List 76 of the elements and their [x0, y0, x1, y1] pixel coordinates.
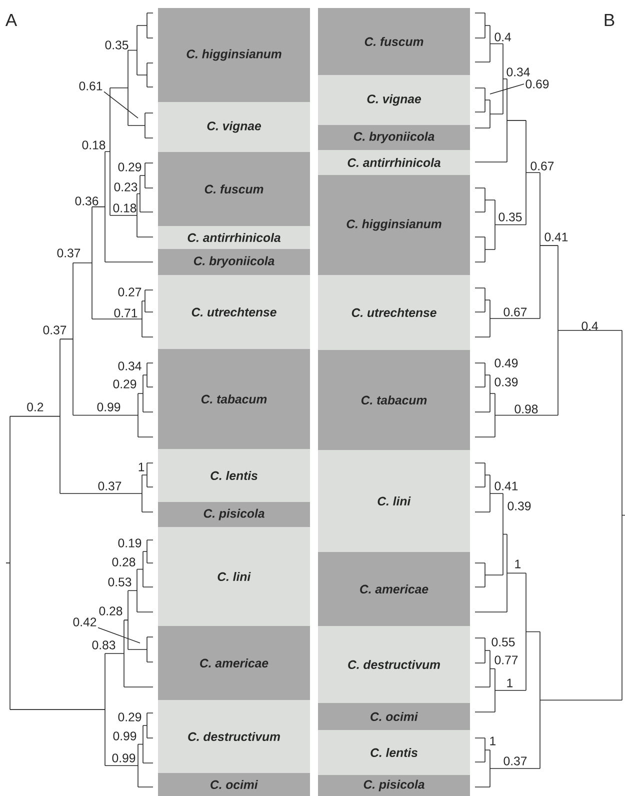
support-value: 0.77 — [494, 656, 518, 664]
support-value: 0.18 — [82, 140, 106, 150]
species-band: C. tabacum — [318, 350, 470, 450]
support-value: 1 — [138, 462, 144, 472]
leader-line — [98, 627, 140, 644]
species-band: C. fuscum — [318, 8, 470, 75]
support-value: 1 — [490, 736, 496, 746]
support-value: 1 — [515, 560, 520, 568]
species-band: C. lentis — [318, 730, 470, 775]
support-value: 0.98 — [514, 404, 538, 414]
species-band: C. fuscum — [158, 152, 310, 226]
support-value: 0.18 — [113, 204, 136, 212]
leader-line — [490, 84, 524, 94]
support-value: 0.37 — [98, 482, 122, 490]
support-value: 0.19 — [118, 538, 142, 548]
panel-letter: B — [604, 14, 614, 26]
species-band: C. destructivum — [158, 700, 310, 773]
support-value: 0.71 — [114, 308, 138, 318]
support-value: 0.36 — [75, 196, 98, 206]
support-value: 0.29 — [118, 162, 142, 172]
support-value: 0.67 — [504, 308, 527, 316]
support-value: 0.4 — [494, 32, 511, 42]
species-band: C. higginsianum — [158, 8, 310, 102]
support-value: 0.99 — [97, 402, 120, 412]
species-band: C. antirrhinicola — [318, 150, 470, 175]
species-band: C. lini — [318, 450, 470, 552]
support-value: 0.28 — [112, 558, 136, 566]
species-band: C. destructivum — [318, 626, 470, 703]
support-value: 0.35 — [105, 40, 128, 50]
species-band: C. lini — [158, 527, 310, 626]
species-band: C. bryoniicola — [158, 249, 310, 275]
support-value: 1 — [507, 678, 512, 688]
support-value: 0.29 — [118, 712, 142, 722]
support-value: 0.4 — [582, 322, 598, 330]
support-value: 0.39 — [494, 378, 518, 386]
support-value: 0.55 — [492, 638, 515, 646]
panel-letter: A — [5, 14, 18, 26]
support-value: 0.37 — [504, 756, 527, 766]
species-band: C. lentis — [158, 449, 310, 502]
species-band: C. americae — [318, 552, 470, 626]
support-value: 0.39 — [508, 502, 531, 510]
support-value: 0.37 — [43, 326, 66, 334]
support-value: 0.53 — [108, 578, 132, 586]
species-band: C. vignae — [158, 102, 310, 152]
support-value: 0.49 — [494, 358, 518, 368]
species-band: C. antirrhinicola — [158, 226, 310, 249]
species-band: C. bryoniicola — [318, 125, 470, 150]
species-band: C. tabacum — [158, 349, 310, 449]
leader-line — [104, 91, 138, 118]
species-band: C. americae — [158, 626, 310, 700]
species-band: C. utrechtense — [158, 275, 310, 349]
support-value: 0.99 — [113, 732, 136, 740]
support-value: 0.83 — [92, 640, 116, 650]
support-value: 0.41 — [494, 482, 518, 490]
support-value: 0.41 — [544, 232, 568, 242]
support-value: 0.42 — [73, 618, 96, 626]
support-value: 0.67 — [530, 162, 554, 170]
support-value: 0.37 — [57, 248, 80, 258]
support-value: 0.99 — [112, 754, 136, 762]
support-value: 0.34 — [506, 68, 530, 76]
support-value: 0.2 — [27, 402, 44, 412]
support-value: 0.61 — [79, 82, 102, 90]
support-value: 0.34 — [118, 362, 142, 370]
support-value: 0.35 — [498, 212, 522, 222]
support-value: 0.28 — [99, 606, 122, 616]
species-band: C. higginsianum — [318, 175, 470, 275]
support-value: 0.27 — [118, 288, 142, 296]
support-value: 0.29 — [113, 380, 136, 388]
species-band: C. pisicola — [158, 502, 310, 527]
species-band: C. pisicola — [318, 775, 470, 796]
species-band: C. utrechtense — [318, 275, 470, 350]
species-band: C. ocimi — [158, 773, 310, 796]
support-value: 0.69 — [526, 80, 549, 88]
species-band: C. ocimi — [318, 703, 470, 730]
species-band: C. vignae — [318, 75, 470, 125]
support-value: 0.23 — [114, 182, 138, 192]
